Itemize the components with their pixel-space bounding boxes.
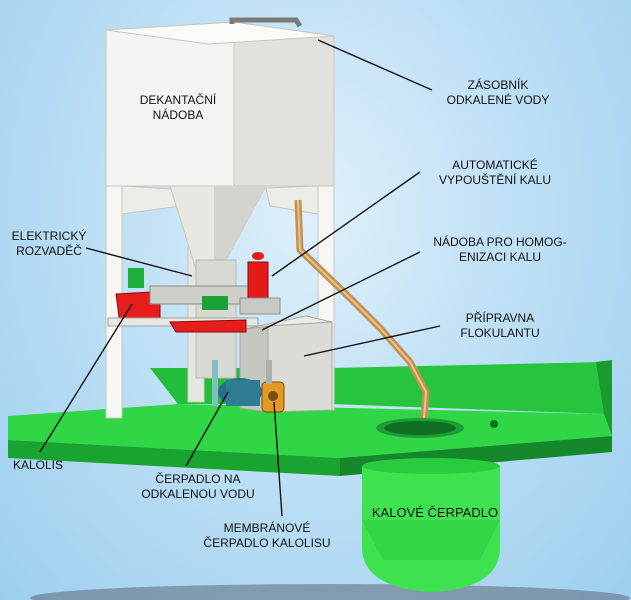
water-pump-shape (212, 360, 262, 406)
label-homogenization-vessel: NÁDOBA PRO HOMOG- ENIZACI KALU (415, 235, 585, 265)
label-water-pump: ČERPADLO NA ODKALENOU VODU (128, 472, 268, 502)
label-sludge-pump: KALOVÉ ČERPADLO (362, 505, 508, 520)
ground-shadow (30, 584, 630, 600)
label-line: NÁDOBA PRO HOMOG- (433, 235, 567, 249)
label-line: ELEKTRICKÝ (11, 229, 87, 243)
label-line: FLOKULANTU (460, 326, 540, 340)
label-line: NÁDOBA (152, 108, 204, 122)
label-line: MEMBRÁNOVÉ (223, 521, 311, 535)
sludge-pump-shape (362, 458, 500, 592)
label-line: ENIZACI KALU (458, 250, 542, 264)
label-decanting-tank: DEKANTAČNÍ NÁDOBA (130, 93, 226, 123)
label-line: DEKANTAČNÍ (139, 93, 217, 107)
label-auto-discharge: AUTOMATICKÉ VYPOUŠTĚNÍ KALU (420, 158, 570, 188)
top-pipe (229, 17, 303, 28)
label-water-reservoir: ZÁSOBNÍK ODKALENÉ VODY (428, 78, 568, 108)
leader-lines (39, 39, 441, 517)
label-line: ROZVADĚČ (16, 244, 82, 258)
label-flocculant-prep: PŘÍPRAVNA FLOKULANTU (440, 311, 560, 341)
label-line: KALOVÉ ČERPADLO (371, 505, 499, 520)
membrane-pump-shape (261, 360, 285, 413)
label-line: PŘÍPRAVNA (465, 311, 535, 325)
label-line: AUTOMATICKÉ (452, 158, 538, 172)
label-line: ZÁSOBNÍK (467, 78, 529, 92)
decanting-tank (105, 21, 335, 283)
label-electrical-cabinet: ELEKTRICKÝ ROZVADĚČ (6, 229, 92, 259)
label-line: ODKALENOU VODU (141, 487, 255, 501)
label-line: KALOLIS (12, 458, 64, 472)
auto-discharge-valve (239, 252, 281, 315)
sludge-pipe-highlight (297, 199, 427, 419)
label-line: ODKALENÉ VODY (446, 93, 550, 107)
label-line: ČERPADLO NA (155, 472, 241, 486)
label-membrane-pump: MEMBRÁNOVÉ ČERPADLO KALOLISU (192, 521, 342, 551)
label-filter-press: KALOLIS (10, 458, 66, 473)
label-line: VYPOUŠTĚNÍ KALU (438, 173, 552, 187)
label-line: ČERPADLO KALOLISU (203, 536, 331, 550)
